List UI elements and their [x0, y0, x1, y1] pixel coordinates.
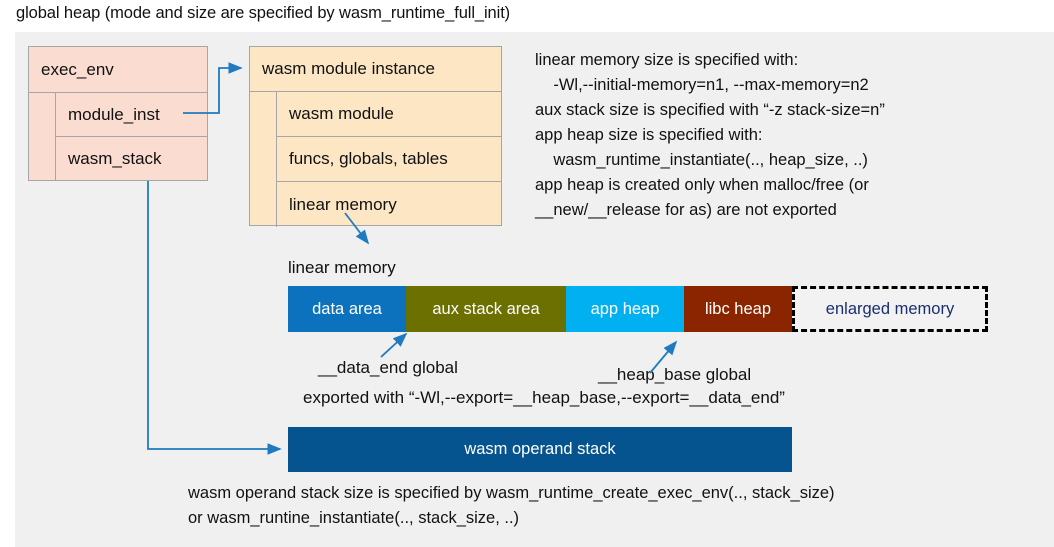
wasm-operand-stack-box: wasm operand stack: [288, 427, 792, 472]
memory-segment-label: data area: [312, 299, 382, 318]
memory-segment-aux-stack-area: aux stack area: [406, 286, 566, 332]
operand-stack-note: wasm operand stack size is specified by …: [188, 484, 835, 527]
module-instance-header: wasm module instance: [250, 47, 501, 92]
memory-segment-data-area: data area: [288, 286, 406, 332]
exec-env-header: exec_env: [29, 47, 207, 93]
memory-segment-label: app heap: [590, 299, 660, 318]
exec-env-field-module-inst: module_inst: [55, 93, 207, 137]
wasm-module-instance-box: wasm module instance wasm module funcs, …: [249, 46, 502, 227]
exec-env-box: exec_env module_inst wasm_stack: [28, 46, 208, 181]
linear-memory-bar: data area aux stack area app heap libc heap…: [288, 286, 988, 332]
linear-memory-note: linear memory size is specified with: -W…: [535, 51, 885, 219]
module-instance-field-wasm-module: wasm module: [276, 92, 501, 137]
linear-memory-label: linear memory: [288, 258, 396, 277]
exec-env-field-wasm-stack: wasm_stack: [55, 137, 207, 181]
memory-segment-label: aux stack area: [432, 299, 540, 318]
page-title: global heap (mode and size are specified…: [16, 4, 511, 22]
module-instance-field-linear-memory: linear memory: [276, 182, 501, 227]
memory-segment-libc-heap: libc heap: [684, 286, 792, 332]
memory-segment-enlarged-memory: enlarged memory: [792, 286, 988, 332]
module-instance-field-funcs-globals-tables: funcs, globals, tables: [276, 137, 501, 182]
memory-segment-label: enlarged memory: [825, 299, 955, 318]
wasm-operand-stack-label: wasm operand stack: [464, 440, 616, 458]
memory-segment-app-heap: app heap: [566, 286, 684, 332]
annotation-data-end: __data_end global: [318, 358, 458, 377]
annotation-exported-with: exported with “-Wl,--export=__heap_base,…: [303, 388, 785, 407]
memory-segment-label: libc heap: [704, 299, 772, 318]
annotation-heap-base: __heap_base global: [598, 365, 752, 384]
